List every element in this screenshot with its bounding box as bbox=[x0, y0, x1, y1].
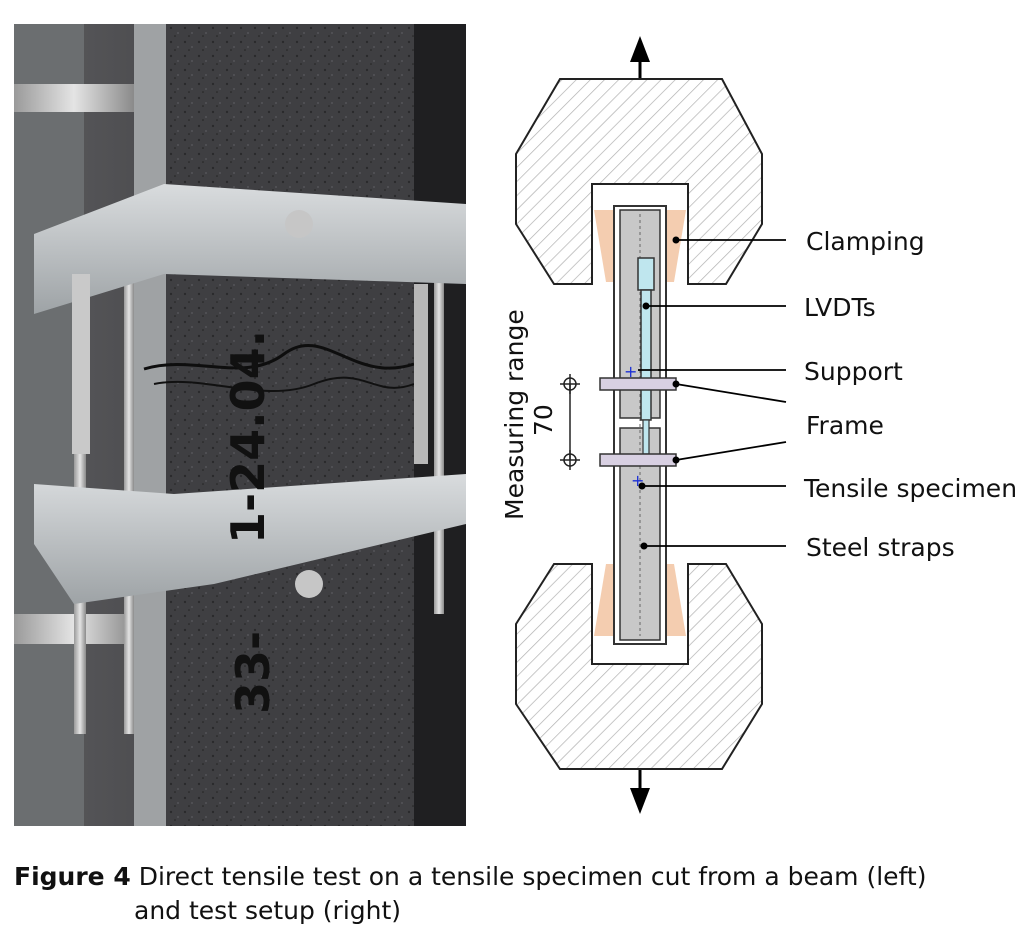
lower-clamp bbox=[515, 563, 763, 770]
measuring-range-dimension bbox=[560, 374, 580, 470]
test-setup-diagram: + + 70 Measuring range Clamping LVDTs Su… bbox=[500, 36, 1017, 814]
leader-dots bbox=[638, 236, 680, 550]
label-lvdts: LVDTs bbox=[804, 293, 876, 322]
steel-straps bbox=[613, 205, 667, 645]
bolt bbox=[285, 210, 313, 238]
leader-lines bbox=[638, 239, 787, 547]
lvdt-tip bbox=[642, 419, 650, 455]
lower-frame bbox=[34, 474, 466, 604]
figure-label: Figure 4 bbox=[14, 862, 131, 891]
frame-upper bbox=[599, 377, 677, 391]
clamp-pad bbox=[666, 210, 686, 282]
bolt bbox=[295, 570, 323, 598]
upper-frame bbox=[34, 184, 466, 314]
lvdt-right bbox=[414, 284, 428, 464]
frame-lower bbox=[599, 453, 677, 467]
label-clamping: Clamping bbox=[806, 227, 925, 256]
label-tensile-specimen: Tensile specimen bbox=[803, 474, 1017, 503]
clamp-pad bbox=[594, 564, 614, 636]
label-frame: Frame bbox=[806, 411, 884, 440]
specimen-marking: 1-24.04. bbox=[221, 330, 275, 544]
clamp-pad bbox=[666, 564, 686, 636]
clamp-pad bbox=[594, 210, 614, 282]
lvdt-body bbox=[637, 257, 655, 291]
caption-line-1: Direct tensile test on a tensile specime… bbox=[138, 862, 927, 891]
upper-clamp bbox=[515, 78, 763, 285]
measuring-range-label: Measuring range bbox=[500, 309, 529, 520]
tension-arrow-down bbox=[630, 769, 650, 814]
label-support: Support bbox=[804, 357, 903, 386]
test-photo: 1-24.04. 33- bbox=[14, 24, 466, 826]
lvdt-left bbox=[72, 274, 90, 454]
concrete-specimen bbox=[164, 24, 414, 826]
steel-strap-left bbox=[134, 24, 166, 826]
label-steel-straps: Steel straps bbox=[806, 533, 955, 562]
specimen-marking-lower: 33- bbox=[226, 631, 280, 714]
caption-line-2: and test setup (right) bbox=[134, 896, 402, 925]
support-marker: + bbox=[624, 362, 637, 381]
crack bbox=[143, 343, 415, 371]
measuring-range-value: 70 bbox=[529, 404, 558, 436]
